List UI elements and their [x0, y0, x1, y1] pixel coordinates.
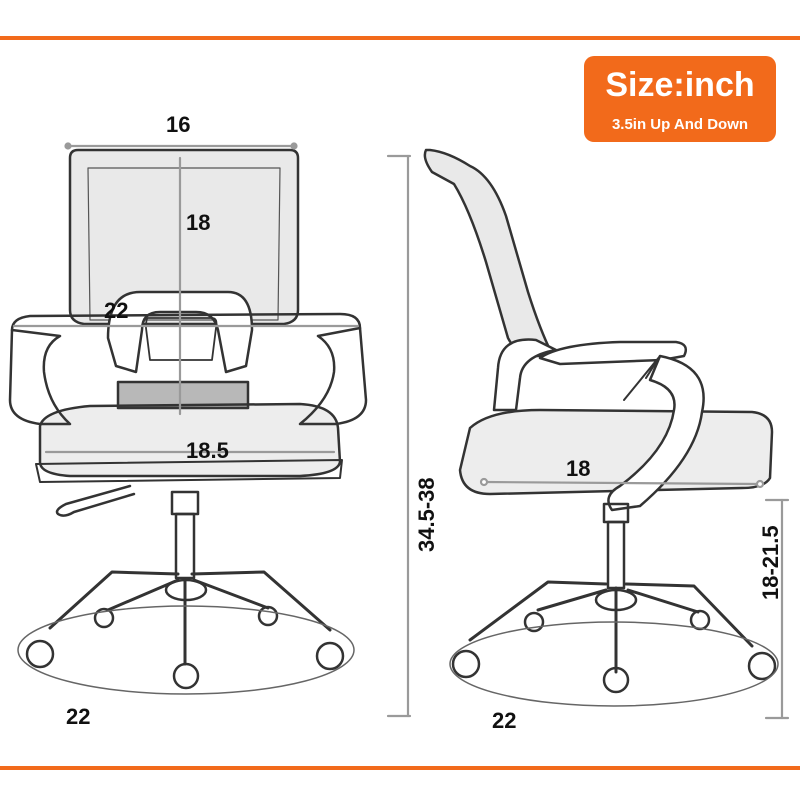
front-left-arm [8, 328, 72, 426]
bottom-divider [0, 766, 800, 770]
total-height-label: 34.5-38 [414, 477, 439, 552]
height-adjust-note: 3.5in Up And Down [611, 116, 749, 133]
seat-height-label: 18-21.5 [758, 525, 783, 600]
side-backrest [423, 148, 554, 358]
seat-width-label: 18.5 [186, 438, 229, 463]
dimension-lines [12, 142, 790, 720]
backrest-height-label: 18 [186, 210, 211, 235]
size-unit-badge: Size:inch 3.5in Up And Down [584, 56, 776, 142]
front-height-lever [55, 484, 136, 517]
front-star-base [48, 570, 332, 666]
front-gas-lift [170, 490, 200, 516]
top-divider [0, 36, 800, 40]
side-base-diameter-label: 22 [492, 708, 517, 733]
front-seat [38, 402, 342, 478]
seat-depth-label: 18 [566, 456, 591, 481]
side-arm-loop [607, 354, 705, 512]
side-chair-drawing [423, 148, 779, 707]
arm-width-label: 22 [104, 298, 129, 323]
front-backrest [68, 148, 300, 326]
front-base-diameter-label: 22 [66, 704, 91, 729]
front-right-arm [298, 326, 368, 426]
side-star-base [468, 580, 754, 674]
front-chair-drawing [8, 148, 368, 695]
side-armrest [538, 340, 687, 366]
front-armrest-bar [10, 312, 362, 332]
front-top-width-label: 16 [166, 112, 191, 137]
size-unit-title: Size:inch [605, 66, 755, 104]
